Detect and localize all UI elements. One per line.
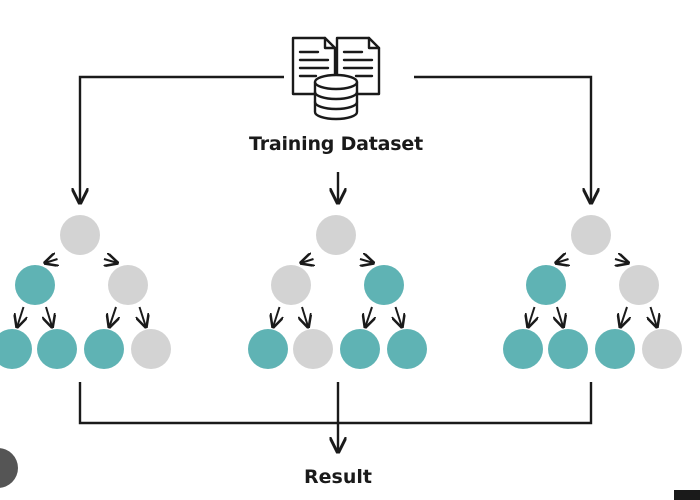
tree-node-teal	[84, 329, 124, 369]
tree-edge-arrow	[528, 306, 534, 327]
tree-edge-arrow	[17, 306, 23, 327]
tree-node-teal	[37, 329, 77, 369]
center-tree	[248, 215, 427, 369]
tree-edge-arrow	[620, 306, 627, 327]
tree-node-teal	[248, 329, 288, 369]
connector-right	[414, 75, 591, 203]
tree-node-teal	[340, 329, 380, 369]
tree-node-teal	[526, 265, 566, 305]
tree-node-gray	[60, 215, 100, 255]
tree-edge-arrow	[301, 259, 314, 263]
tree-edge-arrow	[360, 259, 373, 263]
result-label: Result	[304, 466, 372, 488]
corner-overlay	[0, 448, 18, 488]
dataset-icon	[291, 36, 381, 121]
tree-node-teal	[387, 329, 427, 369]
tree-node-teal	[15, 265, 55, 305]
left-tree	[0, 215, 171, 369]
tree-edge-arrow	[273, 306, 279, 327]
tree-edge-arrow	[140, 306, 146, 327]
tree-edge-arrow	[396, 306, 402, 327]
input-connectors	[80, 75, 591, 203]
tree-node-teal	[364, 265, 404, 305]
tree-node-gray	[131, 329, 171, 369]
tree-edge-arrow	[615, 259, 628, 263]
tree-node-gray	[571, 215, 611, 255]
output-line-right	[338, 382, 593, 425]
tree-edge-arrow	[557, 306, 563, 327]
tree-edge-arrow	[45, 259, 58, 263]
tree-node-teal	[548, 329, 588, 369]
tree-edge-arrow	[651, 306, 657, 327]
tree-edge-arrow	[109, 306, 116, 327]
tree-node-gray	[619, 265, 659, 305]
tree-edge-arrow	[104, 259, 117, 263]
right-tree	[503, 215, 682, 369]
training-dataset-label: Training Dataset	[249, 133, 423, 155]
trees	[0, 215, 682, 369]
corner-mark	[674, 490, 700, 500]
tree-edge-arrow	[302, 306, 308, 327]
tree-node-gray	[642, 329, 682, 369]
output-connectors	[78, 382, 593, 452]
tree-node-gray	[293, 329, 333, 369]
tree-node-teal	[503, 329, 543, 369]
tree-node-teal	[595, 329, 635, 369]
tree-node-gray	[108, 265, 148, 305]
tree-node-teal	[0, 329, 32, 369]
tree-node-gray	[271, 265, 311, 305]
tree-node-gray	[316, 215, 356, 255]
output-line-left	[78, 382, 338, 425]
tree-edge-arrow	[556, 259, 569, 263]
connector-left	[80, 75, 284, 203]
tree-edge-arrow	[365, 306, 372, 327]
tree-edge-arrow	[46, 306, 52, 327]
